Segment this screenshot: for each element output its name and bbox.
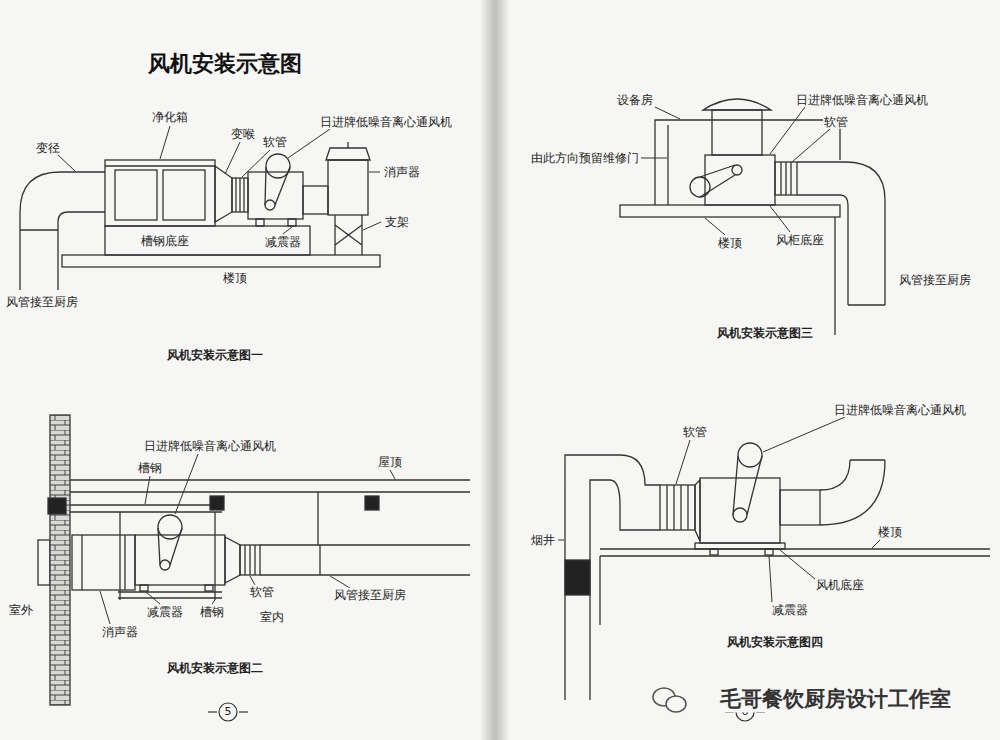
part-label: 槽钢底座	[140, 234, 190, 248]
part-label: 风管接至厨房	[333, 588, 407, 602]
figure-caption: 风机安装示意图三	[716, 326, 814, 340]
region-label: 室外	[8, 603, 34, 617]
part-label: 风管接至厨房	[5, 295, 79, 309]
part-label: 楼顶	[222, 271, 248, 285]
part-label: 屋顶	[377, 455, 403, 469]
part-label: 楼顶	[877, 525, 903, 539]
figure-four	[558, 417, 990, 700]
part-label: 风柜底座	[775, 233, 825, 247]
part-label: 日进牌低噪音离心通风机	[143, 439, 277, 453]
figure-three	[620, 99, 885, 335]
figure-caption: 风机安装示意图四	[726, 635, 824, 649]
part-label: 日进牌低噪音离心通风机	[833, 403, 967, 417]
region-label: 室内	[259, 610, 285, 624]
watermark-icon	[653, 688, 686, 712]
part-label: 减震器	[264, 235, 302, 249]
part-label: 消声器	[383, 165, 421, 179]
part-label: 软管	[823, 115, 849, 129]
part-label: 楼顶	[717, 236, 743, 250]
part-label: 减震器	[771, 603, 809, 617]
part-label: 风管接至厨房	[898, 273, 972, 287]
part-label: 软管	[262, 135, 288, 149]
part-label: 支架	[384, 215, 410, 229]
part-label: 变喉	[230, 127, 256, 141]
part-label: 烟井	[530, 533, 556, 547]
figure-caption: 风机安装示意图二	[166, 661, 264, 675]
part-label: 设备房	[616, 93, 654, 107]
part-label: 变径	[35, 141, 61, 155]
part-label: 日进牌低噪音离心通风机	[795, 93, 929, 107]
figure-caption: 风机安装示意图一	[166, 348, 264, 362]
page-title: 风机安装示意图	[146, 49, 304, 79]
part-label: 由此方向预留维修门	[530, 151, 640, 165]
figure-two	[38, 415, 470, 705]
part-label: 净化箱	[151, 110, 189, 124]
part-label: 消声器	[101, 625, 139, 639]
part-label: 风机底座	[815, 578, 865, 592]
page-number: 5	[224, 705, 233, 718]
book-gutter	[480, 0, 510, 740]
part-label: 减震器	[146, 605, 184, 619]
part-label: 软管	[249, 585, 275, 599]
figure-one	[20, 126, 381, 290]
part-label: 日进牌低噪音离心通风机	[319, 115, 453, 129]
part-label: 软管	[682, 425, 708, 439]
part-label: 槽钢	[137, 461, 163, 475]
watermark: 毛哥餐饮厨房设计工作室	[719, 687, 952, 712]
part-label: 槽钢	[199, 605, 225, 619]
